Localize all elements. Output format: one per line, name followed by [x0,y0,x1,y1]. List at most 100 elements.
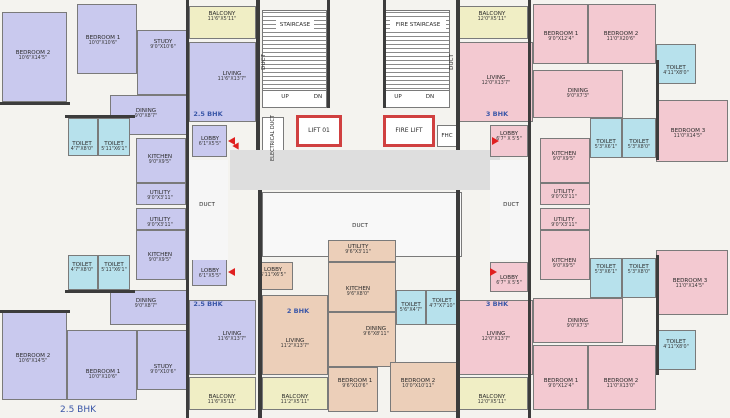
balcony-2bhk [262,377,328,410]
staircase-label-box [276,18,314,32]
lobby-bottom-right [490,262,528,292]
wall [0,310,70,313]
kitchen-top-left [136,138,186,183]
lift-01 [296,115,342,147]
tag-3bhk-bottom: 3 BHK [485,300,509,308]
wall [656,60,659,160]
wall [383,0,386,108]
utility-bottom-right [540,208,590,230]
toilet-f-2bhk [396,290,426,325]
bedroom1-top-right [533,4,588,64]
toilet-e-bottom-right [622,258,656,298]
wall [0,102,70,105]
bedroom2-top-right [588,4,656,64]
kitchen-2bhk [328,262,396,312]
toilet-a-top-left [68,118,98,156]
toilet-c-top-right [656,44,696,84]
toilet-d-top-right [590,118,622,158]
tag-2-5bhk-top: 2.5 BHK [193,110,223,118]
fire-staircase-label-box [390,18,446,32]
footer-label: 2.5 BHK [60,405,97,415]
wall [258,190,262,418]
toilet-b-top-left [98,118,130,156]
entry-arrow [228,268,235,276]
dining-bottom-right [533,298,623,343]
bedroom2-top-left [2,12,67,102]
dining-top-right [533,70,623,118]
kitchen-top-right [540,138,590,183]
bedroom2-bottom-left [2,312,67,400]
bedroom1-2bhk [328,367,378,412]
toilet-d-bottom-right [590,258,622,298]
entry-arrow [492,137,499,145]
wall [528,0,531,418]
kitchen-bottom-left [136,230,186,280]
bedroom1-top-left [77,4,137,74]
fire-lift [383,115,435,147]
living-top-right [458,42,533,122]
up-label-right: UP [394,93,402,100]
fhc-label: FHC [441,132,453,139]
entry-arrow [228,137,235,145]
dn-label-left: DN [313,93,323,100]
tag-3bhk-top: 3 BHK [485,110,509,118]
dining-2bhk [328,312,396,367]
wall [456,190,460,418]
balcony-top-right [458,6,528,39]
duct-label-center: DUCT [352,222,368,229]
bedroom1-bottom-right [533,345,588,410]
duct-label-left: DUCT [199,201,215,208]
wall [186,0,189,418]
fire-lift-label: FIRE LIFT [395,126,423,134]
utility-bottom-left [136,208,186,230]
toilet-e-top-right [622,118,656,158]
entry-arrow [232,142,239,150]
tag-2bhk: 2 BHK [286,307,310,315]
duct-right [490,160,530,260]
bedroom3-top-right [656,100,728,162]
wall [65,290,135,293]
toilet-g-2bhk [426,290,458,325]
duct-left [188,160,228,260]
balcony-top-left [189,6,256,39]
electrical-duct-label: ELECTRICAL DUCT [269,115,276,161]
toilet-c-bottom-right [656,330,696,370]
entry-arrow [490,268,497,276]
